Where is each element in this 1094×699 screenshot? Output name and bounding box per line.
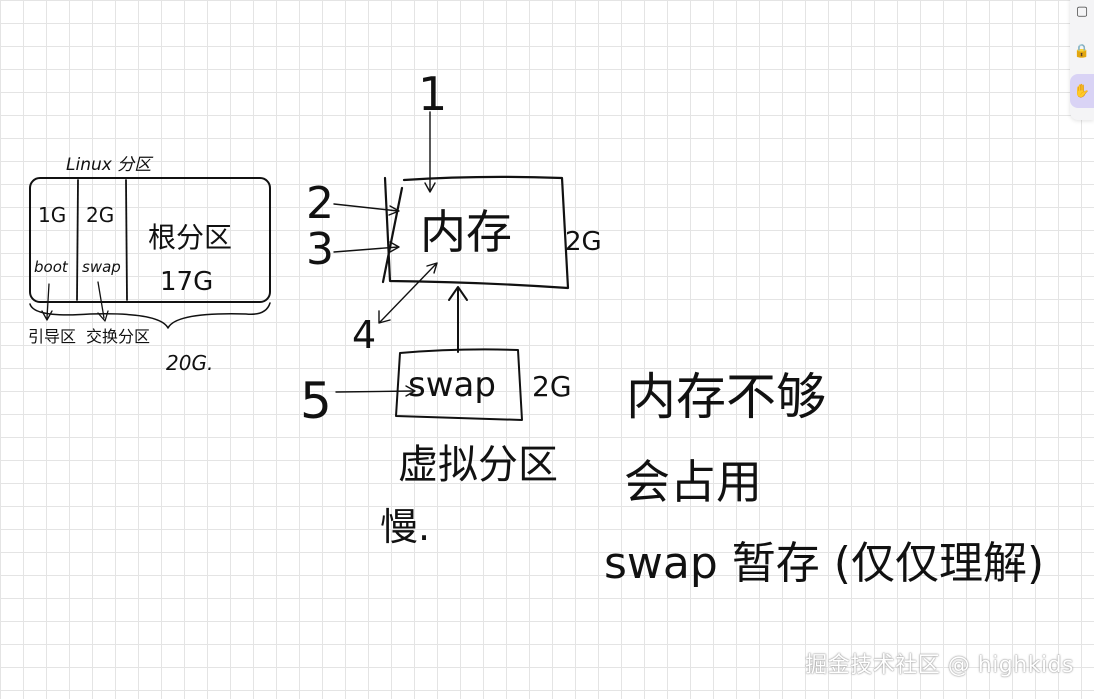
boot-label: boot (34, 258, 69, 276)
memory-diagram: 内存 2G swap 2G 1 2 3 4 5 虚拟分区 慢. (300, 67, 602, 549)
arrow-4 (379, 263, 437, 323)
right-toolbar: ▢ 🔒 ✋ (1070, 0, 1094, 120)
note-line-2: 会占用 (624, 455, 762, 509)
swap-label: swap (82, 258, 121, 276)
partition-diagram: Linux 分区 1G boot 2G swap 根分区 17G 引导区 交换分… (28, 155, 271, 375)
partition-box (29, 177, 271, 303)
swap-box-size: 2G (532, 370, 572, 403)
boot-size: 1G (38, 203, 66, 227)
note-line-3: swap 暂存 (仅仅理解) (604, 538, 1044, 589)
arrow-number-5: 5 (300, 372, 332, 430)
arrow-3 (333, 246, 399, 253)
arrow-number-4: 4 (352, 313, 376, 357)
swap-size: 2G (86, 203, 114, 227)
total-size: 20G. (166, 351, 213, 375)
memory-box (383, 175, 570, 290)
partition-divider (125, 179, 128, 301)
memory-label: 内存 (420, 205, 512, 259)
swap-box (395, 348, 523, 421)
boot-caption: 引导区 (28, 327, 76, 346)
note-line-1: 内存不够 (626, 368, 826, 426)
slow-caption: 慢. (380, 505, 430, 549)
hand-icon[interactable]: ✋ (1070, 74, 1094, 108)
swap-pointer-arrow (97, 281, 105, 319)
arrow-5 (335, 390, 415, 393)
partition-title: Linux 分区 (66, 155, 154, 175)
boot-pointer-arrow (46, 283, 50, 319)
arrow-number-2: 2 (306, 178, 334, 229)
note: 内存不够 会占用 swap 暂存 (仅仅理解) (604, 368, 1044, 589)
memory-size: 2G (565, 227, 602, 257)
total-brace (29, 302, 271, 329)
lock-icon[interactable]: 🔒 (1073, 43, 1091, 59)
arrow-number-3: 3 (306, 224, 334, 275)
swap-box-label: swap (408, 365, 496, 405)
virtual-partition-caption: 虚拟分区 (398, 442, 558, 488)
swap-caption: 交换分区 (86, 327, 150, 346)
watermark: 掘金技术社区 @ highkids (805, 653, 1074, 678)
root-label: 根分区 (148, 221, 232, 254)
partition-divider (76, 179, 79, 301)
arrow-number-1: 1 (418, 67, 447, 121)
square-icon[interactable]: ▢ (1075, 3, 1089, 19)
root-size: 17G (160, 267, 213, 297)
arrow-2 (333, 203, 399, 212)
